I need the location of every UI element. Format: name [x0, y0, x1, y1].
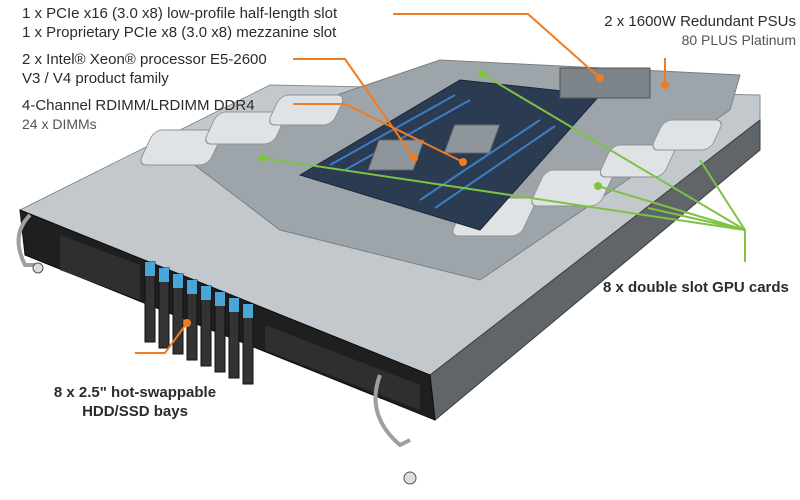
memory-callout: 4-Channel RDIMM/LRDIMM DDR4 24 x DIMMs — [22, 96, 255, 134]
bays-callout: 8 x 2.5" hot-swappable HDD/SSD bays — [30, 383, 240, 421]
memory-line-2: 24 x DIMMs — [22, 116, 97, 132]
drive-bay-latch[interactable] — [201, 286, 211, 300]
pcie-line-2: 1 x Proprietary PCIe x8 (3.0 x8) mezzani… — [22, 24, 337, 41]
cpu-heatsink-2 — [443, 124, 501, 154]
cpu-line-2: V3 / V4 product family — [22, 70, 169, 87]
green-leaders — [261, 73, 746, 262]
drive-bay-latch[interactable] — [187, 280, 197, 294]
drive-bay-latch[interactable] — [243, 304, 253, 318]
drive-bay-latch[interactable] — [145, 262, 155, 276]
psu-callout: 2 x 1600W Redundant PSUs 80 PLUS Platinu… — [604, 12, 796, 50]
cpu-line-1: 2 x Intel® Xeon® processor E5-2600 — [22, 51, 267, 68]
memory-line-1: 4-Channel RDIMM/LRDIMM DDR4 — [22, 97, 255, 114]
left-thumbscrew — [32, 262, 44, 274]
psu-line-2: 80 PLUS Platinum — [681, 32, 796, 48]
front-mesh-left — [60, 235, 140, 300]
drive-bay-latch[interactable] — [159, 268, 169, 282]
right-thumbscrew — [403, 471, 417, 485]
right-handle — [373, 374, 411, 448]
psu-bay — [559, 67, 651, 99]
pcie-callout: 1 x PCIe x16 (3.0 x8) low-profile half-l… — [22, 4, 337, 42]
left-handle — [16, 213, 35, 267]
orange-leaders — [135, 13, 666, 354]
green-leader-dots — [258, 70, 602, 190]
bays-line-1: 8 x 2.5" hot-swappable — [53, 384, 217, 401]
orange-leader-dots — [183, 74, 669, 327]
pcie-line-1: 1 x PCIe x16 (3.0 x8) low-profile half-l… — [22, 5, 338, 22]
gpu-callout: 8 x double slot GPU cards — [603, 279, 789, 296]
drive-bay-latch[interactable] — [173, 274, 183, 288]
drive-bays — [144, 261, 254, 385]
drive-bay-latch[interactable] — [215, 292, 225, 306]
cpu-callout: 2 x Intel® Xeon® processor E5-2600 V3 / … — [22, 50, 267, 88]
front-mesh-right — [265, 325, 420, 410]
drive-bay-latch[interactable] — [229, 298, 239, 312]
bays-line-2: HDD/SSD bays — [82, 403, 188, 420]
psu-line-1: 2 x 1600W Redundant PSUs — [604, 13, 796, 30]
